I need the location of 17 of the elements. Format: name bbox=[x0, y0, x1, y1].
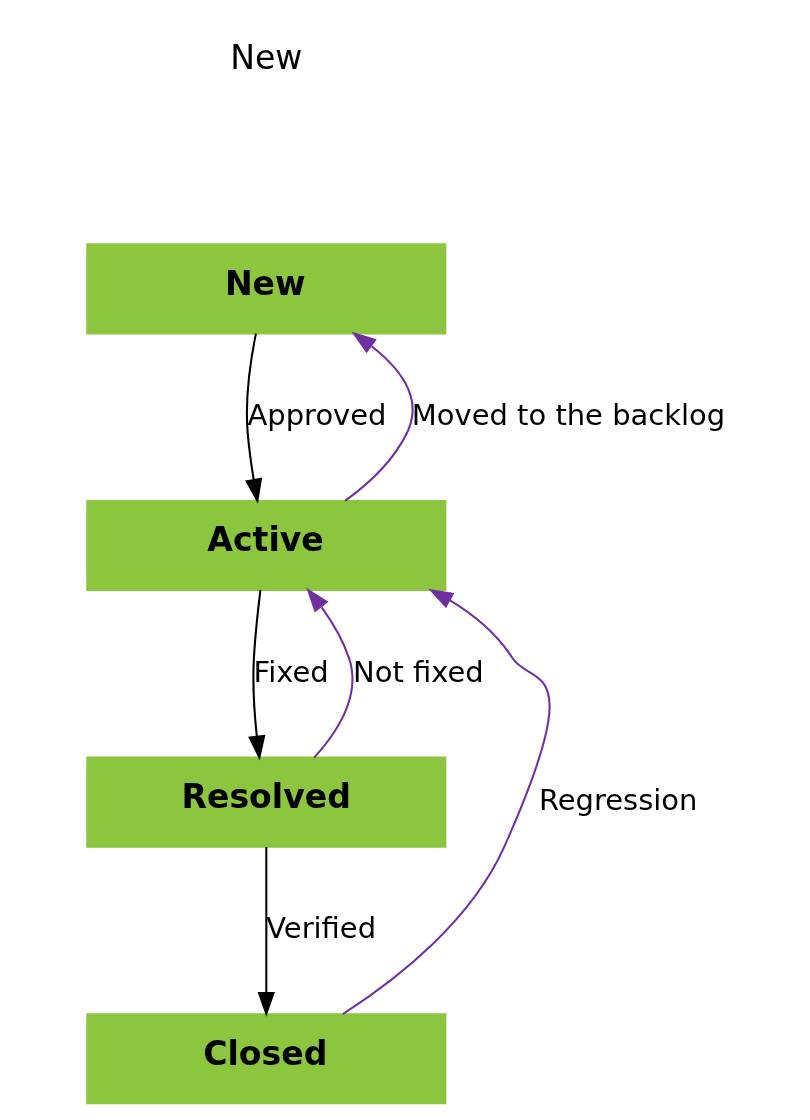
edge-label: Verified bbox=[265, 911, 376, 946]
edge-label: Moved to the backlog bbox=[411, 397, 725, 432]
edge-label: Fixed bbox=[253, 654, 329, 689]
edge-label: Approved bbox=[247, 397, 386, 432]
node-box: Resolved bbox=[85, 756, 446, 848]
arrow bbox=[257, 847, 275, 1017]
label: New bbox=[229, 38, 302, 78]
edge-label: Regression bbox=[538, 782, 697, 817]
node-box: Closed bbox=[85, 1013, 446, 1105]
node-box: New bbox=[85, 243, 446, 335]
arrow bbox=[305, 587, 353, 759]
arrow bbox=[247, 589, 265, 761]
node-box: Active bbox=[85, 499, 446, 592]
arrow bbox=[341, 588, 550, 1015]
arrow bbox=[343, 331, 413, 502]
edge-label: Not fixed bbox=[352, 654, 484, 689]
arrow bbox=[244, 333, 262, 504]
